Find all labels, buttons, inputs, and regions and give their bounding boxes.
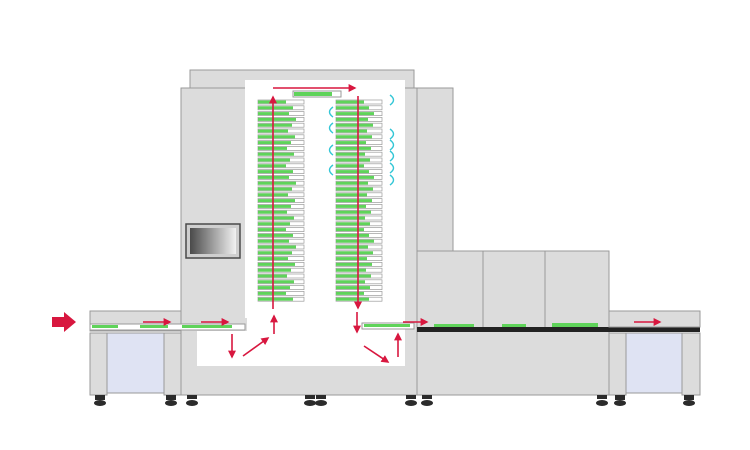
panel	[336, 141, 366, 145]
panel	[258, 204, 291, 208]
panel	[336, 181, 368, 185]
panel	[258, 280, 294, 284]
outfeed-table	[608, 310, 701, 406]
panel	[92, 325, 118, 328]
panel	[258, 245, 296, 249]
panel	[258, 222, 290, 226]
outfeed-conveyor	[417, 327, 700, 332]
cooling-air-markers	[328, 94, 395, 186]
panel	[336, 152, 365, 156]
cooling-air-icon	[389, 139, 395, 151]
panel	[258, 228, 286, 232]
panel	[336, 193, 367, 197]
panel	[258, 100, 286, 104]
panel	[336, 170, 369, 174]
panel	[258, 106, 293, 110]
panel	[336, 100, 364, 104]
panel	[140, 325, 168, 328]
flow-arrows	[143, 84, 662, 363]
panel	[258, 181, 296, 185]
panel	[336, 112, 374, 116]
top-transfer-panel	[292, 90, 342, 98]
panel	[258, 170, 293, 174]
cooling-air-icon	[328, 106, 334, 118]
left-rack-stack	[257, 99, 305, 302]
panel	[258, 251, 292, 255]
panel	[336, 291, 364, 295]
panel	[258, 123, 292, 127]
panel	[336, 175, 374, 179]
panel	[336, 280, 365, 284]
control-screen-icon	[185, 223, 241, 259]
panel	[336, 204, 366, 208]
cooling-air-icon	[389, 128, 395, 140]
cooling-air-icon	[328, 144, 334, 156]
panel	[258, 297, 293, 301]
red-arrow-icon	[242, 337, 270, 357]
panel	[336, 245, 368, 249]
cooling-air-icon	[328, 122, 334, 134]
panel	[336, 286, 370, 290]
outfeed-panels	[361, 322, 598, 330]
panel	[336, 262, 372, 266]
panel	[336, 222, 370, 226]
panel	[336, 117, 368, 121]
panel	[336, 164, 364, 168]
panel	[258, 187, 292, 191]
panel	[222, 325, 232, 328]
panel	[336, 216, 365, 220]
panel	[258, 216, 294, 220]
panel	[336, 268, 366, 272]
panel	[258, 152, 294, 156]
panel	[336, 135, 372, 139]
red-arrow-icon	[363, 345, 390, 363]
infeed-conveyor	[89, 323, 246, 331]
infeed-arrow-icon	[52, 312, 76, 332]
panel	[336, 106, 369, 110]
foot	[166, 395, 176, 400]
outfeed-module	[416, 87, 700, 406]
panel	[258, 233, 293, 237]
panel	[258, 158, 290, 162]
panel	[336, 297, 369, 301]
cooling-air-icon	[389, 94, 395, 106]
panel	[336, 228, 364, 232]
panel	[258, 286, 290, 290]
panel	[258, 135, 295, 139]
panel	[258, 141, 291, 145]
cooling-air-icon	[389, 162, 395, 174]
panel	[336, 274, 371, 278]
panel	[336, 123, 373, 127]
foot	[95, 395, 105, 400]
panel	[258, 262, 295, 266]
panel	[336, 251, 373, 255]
cooling-air-icon	[328, 164, 334, 176]
right-rack-stack	[335, 99, 383, 302]
panel	[336, 158, 370, 162]
panel	[258, 291, 286, 295]
panel	[336, 210, 371, 214]
panel	[258, 164, 286, 168]
panel	[336, 199, 372, 203]
panel	[336, 239, 374, 243]
panel	[336, 146, 371, 150]
panel	[258, 117, 296, 121]
panel	[258, 199, 295, 203]
panel	[182, 325, 222, 328]
panel	[336, 257, 367, 261]
panel	[336, 129, 367, 133]
cooling-air-icon	[389, 150, 395, 162]
panel	[336, 187, 373, 191]
cooling-air-icon	[389, 174, 395, 186]
panel	[336, 233, 369, 237]
panel	[258, 268, 291, 272]
